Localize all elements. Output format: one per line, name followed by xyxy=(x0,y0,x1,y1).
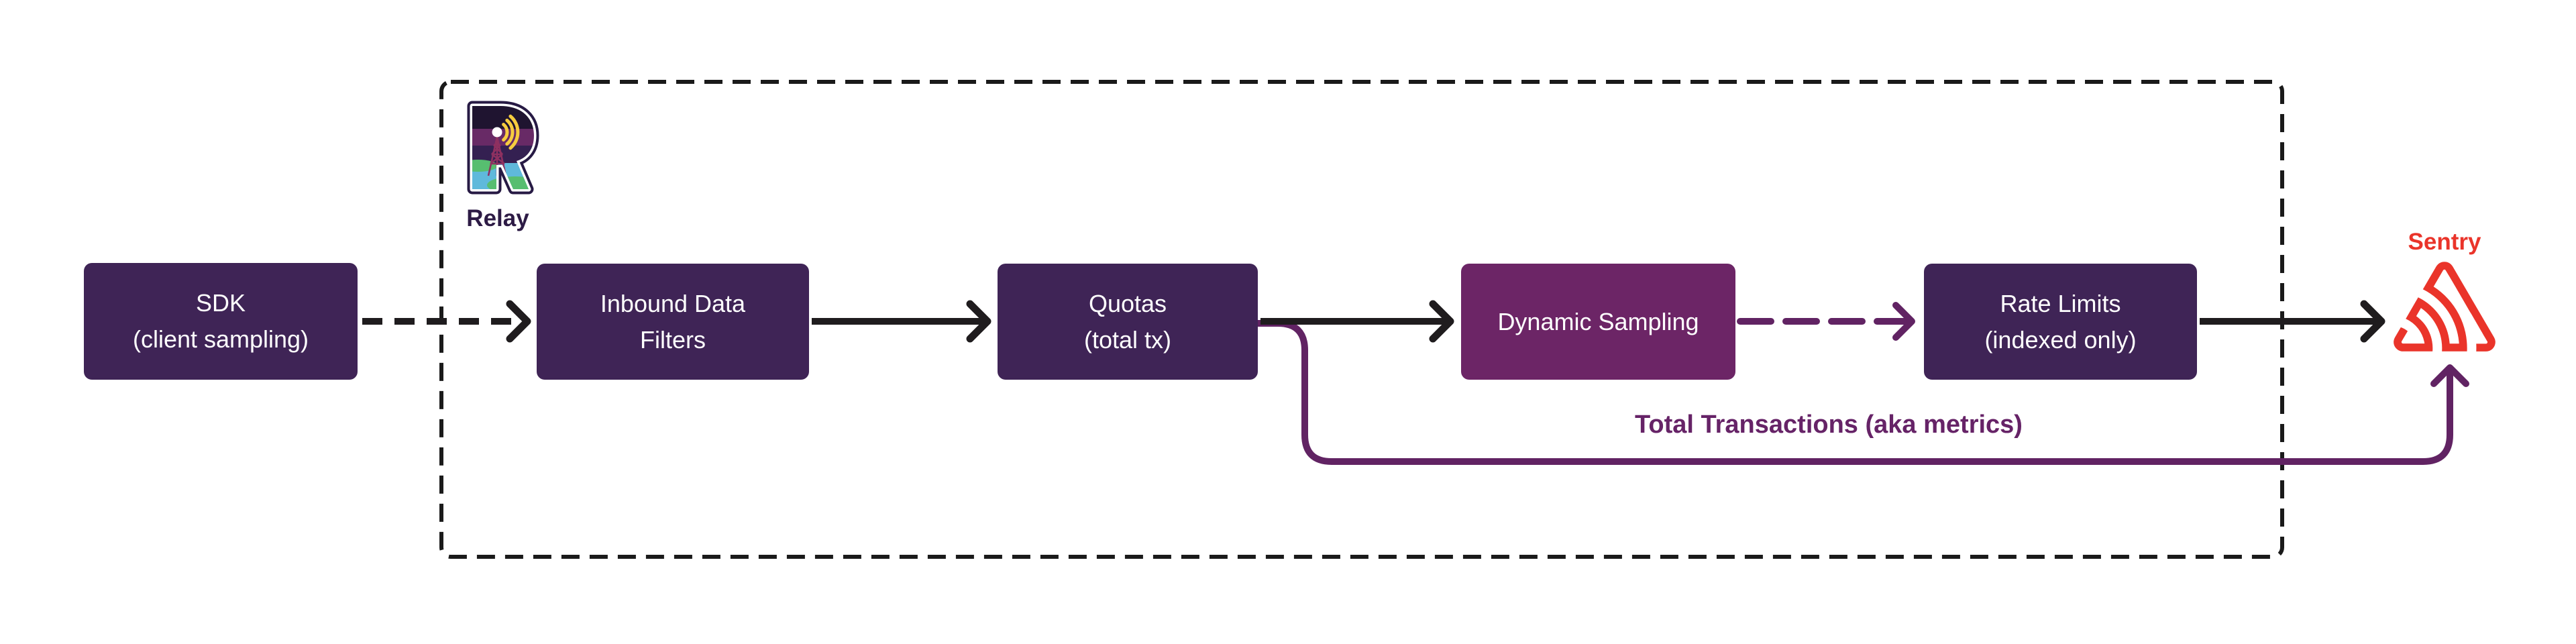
node-sdk: SDK (client sampling) xyxy=(84,263,358,380)
node-inbound-line1: Inbound Data xyxy=(600,289,746,317)
node-rate-limits: Rate Limits (indexed only) xyxy=(1924,264,2197,380)
sentry-logo xyxy=(2394,262,2496,352)
metrics-edge-label: Total Transactions (aka metrics) xyxy=(1635,411,2023,439)
node-dynamic-sampling: Dynamic Sampling xyxy=(1461,264,1735,380)
node-quotas-line1: Quotas xyxy=(1088,289,1167,317)
node-quotas-line2: (total tx) xyxy=(1083,325,1172,354)
sentry-label: Sentry xyxy=(2408,229,2481,255)
node-sdk-line2: (client sampling) xyxy=(132,325,309,353)
node-sdk-line1: SDK xyxy=(195,289,246,317)
node-inbound-line2: Filters xyxy=(640,325,706,354)
relay-label: Relay xyxy=(466,205,529,231)
node-quotas: Quotas (total tx) xyxy=(998,264,1258,380)
node-rate-limits-line1: Rate Limits xyxy=(2000,289,2121,317)
edge-quotas-to-sentry-metrics xyxy=(1254,320,2469,465)
node-rate-limits-line2: (indexed only) xyxy=(1984,325,2137,354)
relay-logo xyxy=(458,101,539,199)
node-dynamic-sampling-line1: Dynamic Sampling xyxy=(1497,307,1699,335)
node-inbound-data-filters: Inbound Data Filters xyxy=(537,264,809,380)
